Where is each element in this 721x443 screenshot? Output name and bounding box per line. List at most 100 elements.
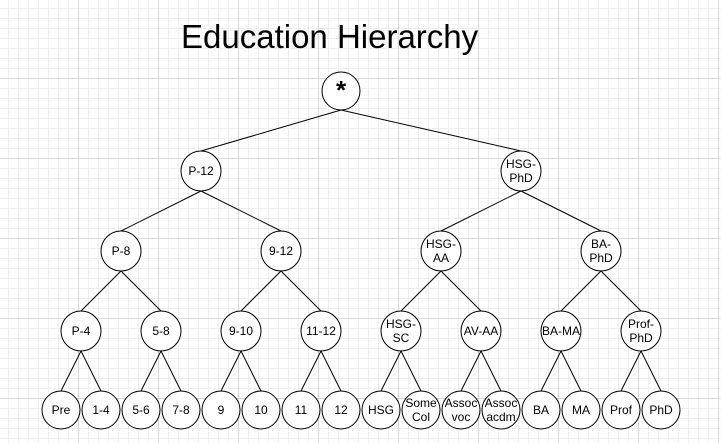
node-label: HSG-	[506, 157, 536, 171]
edge-hsgaa-hsgsc	[400, 270, 442, 312]
node-label: AA	[433, 251, 449, 265]
node-circle	[121, 390, 161, 430]
node-label: 5-8	[152, 324, 170, 338]
node-circle	[441, 390, 481, 430]
node-label: 1-4	[92, 403, 110, 417]
edge-p8-g58	[120, 270, 162, 312]
node-g10: 10	[241, 390, 281, 430]
node-label: Prof-	[628, 317, 654, 331]
node-label: BA-	[591, 237, 611, 251]
node-hsgsc: HSG-SC	[380, 310, 422, 352]
edge-hsgsc-somecol	[400, 350, 422, 392]
node-label: P-4	[72, 324, 91, 338]
edge-g910-g10	[240, 350, 262, 392]
node-label: 11-12	[306, 324, 336, 338]
node-circle	[161, 390, 201, 430]
node-circle	[241, 390, 281, 430]
node-label: HSG-	[386, 317, 416, 331]
node-circle	[180, 150, 222, 192]
node-label: PhD	[649, 403, 673, 417]
node-circle	[540, 310, 582, 352]
edge-p8-p4	[80, 270, 122, 312]
node-circle	[260, 230, 302, 272]
node-label: HSG	[368, 403, 394, 417]
edge-layer	[60, 109, 662, 392]
node-circle	[140, 310, 182, 352]
node-label: P-8	[112, 244, 131, 258]
node-avaa: AV-AA	[460, 310, 502, 352]
node-pre: Pre	[41, 390, 81, 430]
edge-baphd-profphd	[600, 270, 642, 312]
edge-hsgphd-hsgaa	[440, 190, 522, 232]
edge-g912-g910	[240, 270, 282, 312]
edge-bama-ba	[540, 350, 562, 392]
node-label: Some	[405, 396, 437, 410]
node-p8: P-8	[100, 230, 142, 272]
node-g14: 1-4	[81, 390, 121, 430]
node-circle	[580, 230, 622, 272]
node-label: Assoc	[445, 396, 478, 410]
node-circle	[500, 150, 542, 192]
node-circle	[100, 230, 142, 272]
node-label: 12	[334, 403, 348, 417]
edge-root-hsgphd	[340, 109, 522, 152]
edge-hsgphd-baphd	[520, 190, 602, 232]
node-circle	[220, 310, 262, 352]
node-hsgaa: HSG-AA	[420, 230, 462, 272]
node-label: BA	[533, 403, 549, 417]
node-label: 11	[295, 403, 308, 417]
edge-g910-g9	[220, 350, 242, 392]
edge-profphd-phd	[640, 350, 662, 392]
node-label: 9-12	[269, 244, 293, 258]
node-profphd: Prof-PhD	[620, 310, 662, 352]
node-circle	[561, 390, 601, 430]
node-label: acdm	[486, 410, 515, 424]
node-p4: P-4	[60, 310, 102, 352]
node-label: Col	[412, 410, 430, 424]
node-circle	[620, 310, 662, 352]
edge-avaa-assocacdm	[480, 350, 502, 392]
node-circle	[281, 390, 321, 430]
node-label: HSG-	[426, 237, 456, 251]
node-label: 7-8	[172, 403, 190, 417]
node-ma: MA	[561, 390, 601, 430]
edge-p12-p8	[120, 190, 202, 232]
edge-bama-ma	[560, 350, 582, 392]
node-g58: 5-8	[140, 310, 182, 352]
node-label: Prof	[610, 403, 633, 417]
node-circle	[321, 71, 361, 111]
node-circle	[420, 230, 462, 272]
node-circle	[401, 390, 441, 430]
edge-p4-pre	[60, 350, 82, 392]
node-circle	[81, 390, 121, 430]
node-label: AV-AA	[464, 324, 498, 338]
node-g11: 11	[281, 390, 321, 430]
node-ba: BA	[521, 390, 561, 430]
node-label: PhD	[589, 251, 613, 265]
edge-hsgsc-hsg	[380, 350, 402, 392]
node-g56: 5-6	[121, 390, 161, 430]
edge-g58-g78	[160, 350, 182, 392]
edge-g1112-g12	[320, 350, 342, 392]
node-g1112: 11-12	[300, 310, 342, 352]
node-label: voc	[452, 410, 471, 424]
node-label: MA	[572, 403, 590, 417]
node-label: Pre	[52, 403, 71, 417]
node-g9: 9	[201, 390, 241, 430]
edge-baphd-bama	[560, 270, 602, 312]
node-g12: 12	[321, 390, 361, 430]
node-prof: Prof	[601, 390, 641, 430]
node-label: 9-10	[229, 324, 253, 338]
node-circle	[60, 310, 102, 352]
node-circle	[41, 390, 81, 430]
node-phd: PhD	[641, 390, 681, 430]
node-label: P-12	[188, 164, 214, 178]
node-label: *	[336, 75, 347, 105]
node-g912: 9-12	[260, 230, 302, 272]
node-g910: 9-10	[220, 310, 262, 352]
